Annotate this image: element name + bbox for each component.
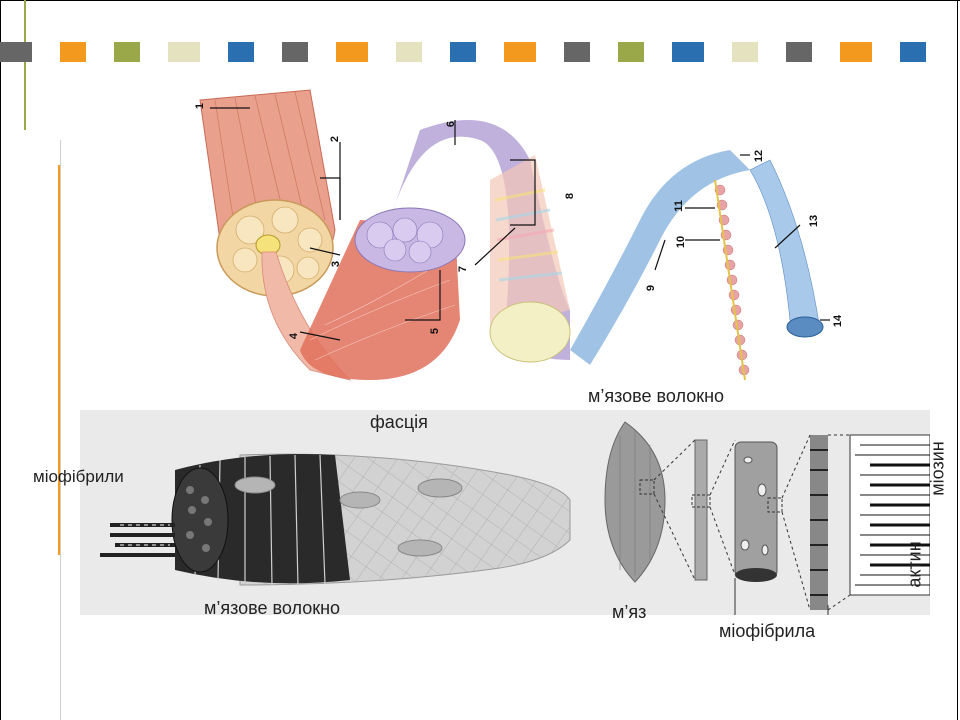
muscle-fiber-diagram: [80, 410, 930, 615]
color-band: [732, 42, 758, 62]
label-actin: актин: [905, 541, 926, 587]
color-band: [672, 42, 704, 62]
myofibril-cylinder: [735, 442, 777, 577]
color-band: [564, 42, 590, 62]
muscle-structure-diagram: [190, 80, 870, 400]
deco-vertical-line-olive: [24, 0, 26, 130]
color-band: [396, 42, 422, 62]
color-band: [840, 42, 872, 62]
diagram-number-11: 11: [673, 200, 685, 212]
label-muscle-fiber-bottom: м’язове волокно: [204, 598, 340, 619]
frame-right-line: [957, 0, 958, 720]
fiber-cross-section: [490, 302, 570, 362]
diagram-number-7: 7: [457, 266, 469, 272]
fiber-end-cross-section: [172, 468, 228, 572]
label-myosin: міозин: [928, 441, 949, 495]
diagram-number-2: 2: [329, 136, 341, 142]
color-band: [0, 42, 32, 62]
diagram-number-14: 14: [832, 315, 844, 327]
frame-top-line: [0, 0, 960, 1]
label-muscle-fiber-top: м’язове волокно: [588, 386, 724, 407]
color-band: [282, 42, 308, 62]
label-myofibril: міофібрила: [719, 621, 815, 642]
color-band: [168, 42, 200, 62]
myofibril-blue: [570, 150, 750, 365]
sarcomere-strip: [810, 435, 828, 610]
diagram-number-4: 4: [288, 333, 300, 339]
diagram-number-9: 9: [645, 285, 657, 291]
color-band: [450, 42, 476, 62]
label-myofibrils: міофібрили: [33, 467, 124, 487]
myofibril-strand: [750, 160, 820, 330]
color-band: [228, 42, 254, 62]
diagram-number-12: 12: [753, 150, 765, 162]
diagram-number-13: 13: [808, 215, 820, 227]
diagram-number-8: 8: [564, 193, 576, 199]
label-muscle: м’яз: [612, 602, 646, 623]
color-band: [900, 42, 926, 62]
label-fascia: фасція: [370, 412, 428, 433]
diagram-number-5: 5: [429, 328, 441, 334]
color-band: [618, 42, 644, 62]
diagram-number-1: 1: [194, 103, 206, 109]
single-fiber: [695, 440, 707, 580]
color-band: [114, 42, 140, 62]
frame-left-line: [0, 0, 1, 720]
color-band: [786, 42, 812, 62]
color-band: [504, 42, 536, 62]
color-band: [60, 42, 86, 62]
diagram-number-3: 3: [330, 261, 342, 267]
diagram-number-10: 10: [675, 236, 687, 248]
deco-vertical-line-gray: [60, 140, 61, 720]
color-band: [336, 42, 368, 62]
diagram-number-6: 6: [445, 121, 457, 127]
